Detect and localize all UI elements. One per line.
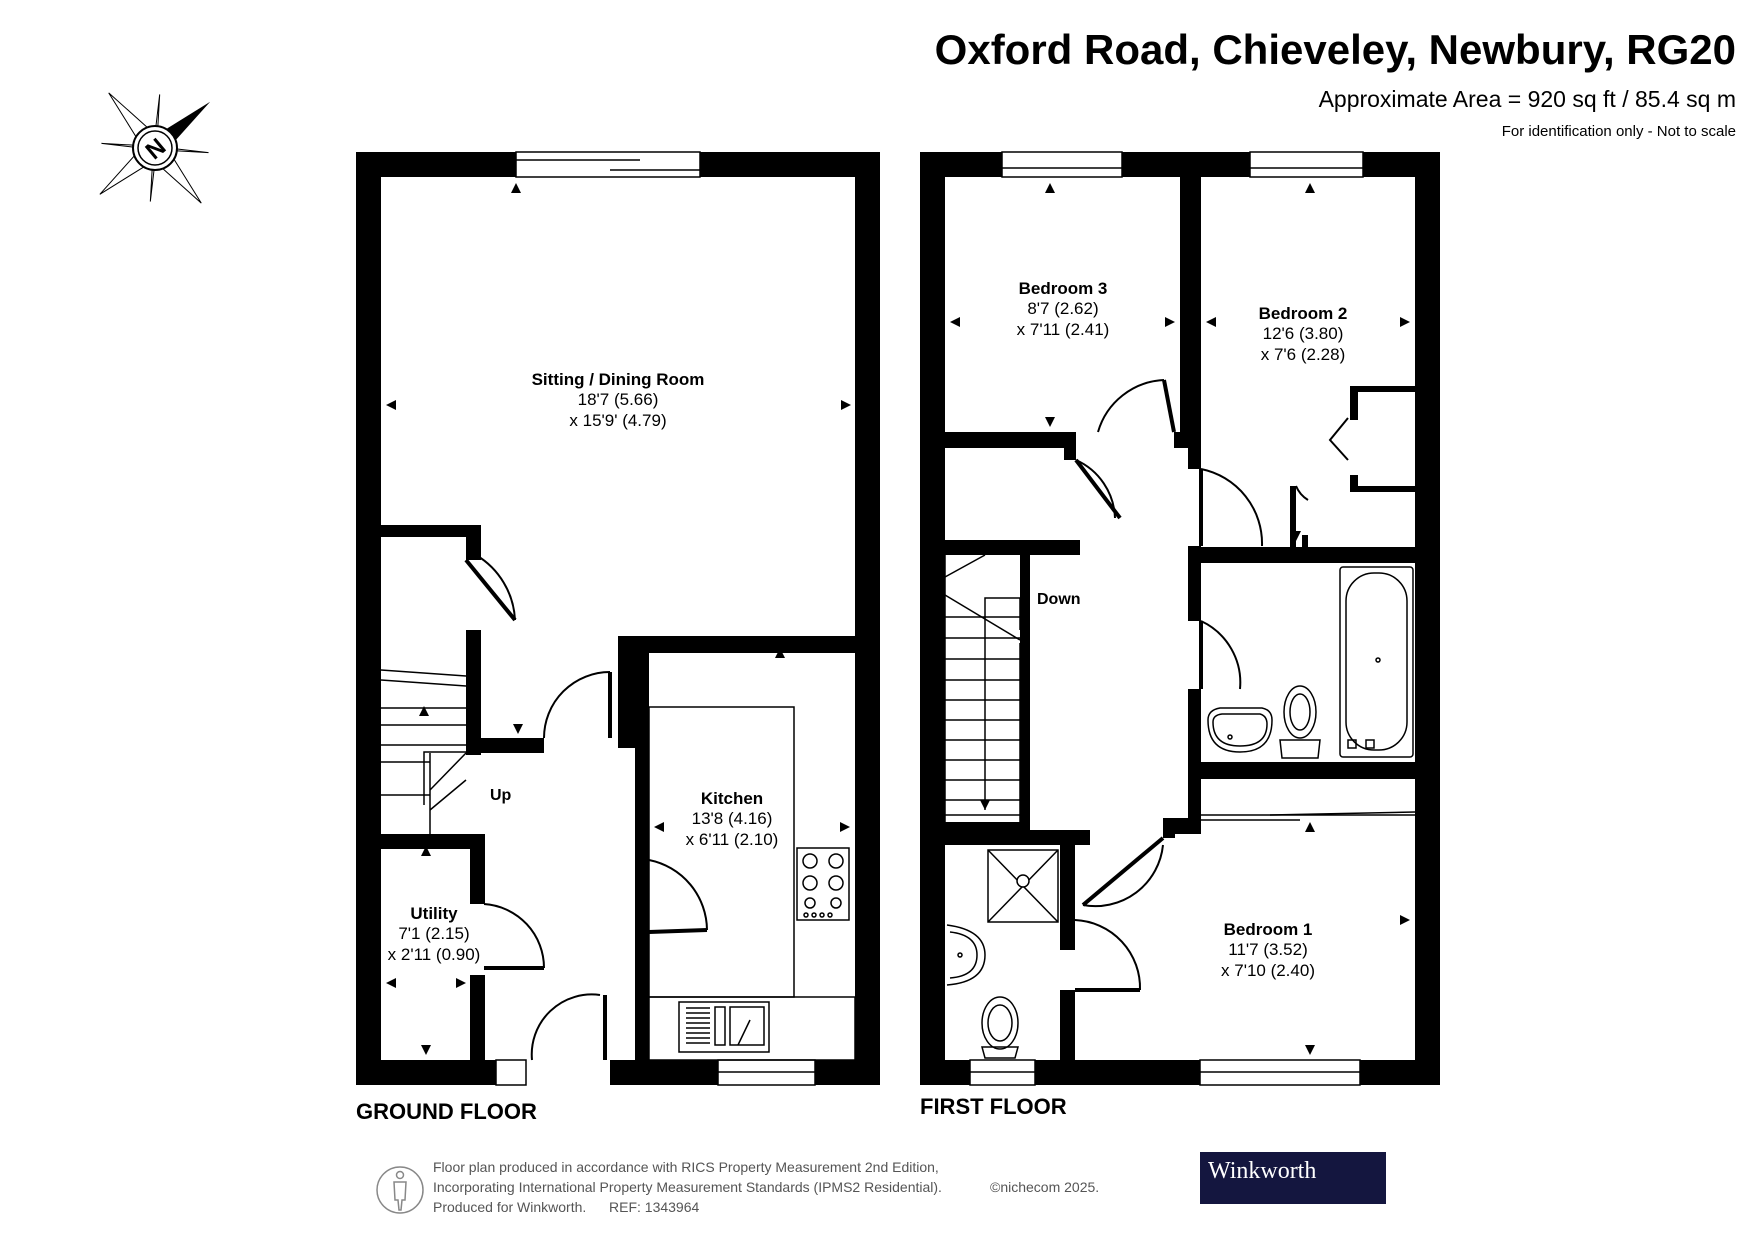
room-bedroom-2: Bedroom 2 12'6 (3.80) x 7'6 (2.28) (1259, 304, 1348, 364)
room-dimension: x 6'11 (2.10) (686, 830, 779, 849)
winkworth-logo: Winkworth (1200, 1152, 1386, 1204)
room-dimension: x 7'11 (2.41) (1017, 320, 1110, 339)
room-kitchen: Kitchen 13'8 (4.16) x 6'11 (2.10) (686, 789, 779, 849)
room-dimension: x 2'11 (0.90) (388, 945, 481, 964)
room-sitting-dining: Sitting / Dining Room 18'7 (5.66) x 15'9… (532, 370, 705, 430)
room-dimension: 12'6 (3.80) (1263, 324, 1344, 343)
room-dimension: 8'7 (2.62) (1027, 299, 1098, 318)
footer-ipms-line: Incorporating International Property Mea… (433, 1179, 942, 1195)
stairs-up-label: Up (490, 787, 512, 804)
room-dimension: 7'1 (2.15) (398, 924, 469, 943)
approximate-area: Approximate Area = 920 sq ft / 85.4 sq m (1319, 86, 1736, 112)
room-dimension: x 15'9' (4.79) (569, 411, 666, 430)
room-name: Bedroom 2 (1259, 304, 1348, 323)
room-name: Bedroom 3 (1019, 279, 1108, 298)
identification-note: For identification only - Not to scale (1502, 123, 1736, 140)
room-name: Sitting / Dining Room (532, 370, 705, 389)
property-title: Oxford Road, Chieveley, Newbury, RG20 (935, 26, 1736, 73)
room-name: Bedroom 1 (1224, 920, 1313, 939)
footer-produced-for: Produced for Winkworth. (433, 1199, 586, 1215)
room-bedroom-3: Bedroom 3 8'7 (2.62) x 7'11 (2.41) (1017, 279, 1110, 339)
room-dimension: x 7'6 (2.28) (1261, 345, 1346, 364)
winkworth-logo-text: Winkworth (1208, 1158, 1316, 1184)
room-dimension: x 7'10 (2.40) (1221, 961, 1315, 980)
compass-rose-icon: N (99, 92, 211, 204)
room-utility: Utility 7'1 (2.15) x 2'11 (0.90) (388, 904, 481, 964)
stairs-down-label: Down (1037, 591, 1081, 608)
room-name: Utility (410, 904, 458, 923)
room-name: Kitchen (701, 789, 763, 808)
person-scale-icon (376, 1166, 424, 1214)
footer-reference: REF: 1343964 (609, 1199, 699, 1215)
ground-floor-plan (356, 151, 880, 1086)
footer-rics-line: Floor plan produced in accordance with R… (433, 1159, 939, 1175)
first-floor-plan (920, 151, 1440, 1086)
room-bedroom-1: Bedroom 1 11'7 (3.52) x 7'10 (2.40) (1221, 920, 1315, 980)
footer-copyright: ©nichecom 2025. (990, 1179, 1099, 1195)
room-dimension: 11'7 (3.52) (1228, 940, 1307, 959)
ground-floor-label: GROUND FLOOR (356, 1099, 537, 1124)
first-floor-label: FIRST FLOOR (920, 1094, 1067, 1119)
winkworth-logo-background (1200, 1152, 1386, 1204)
room-dimension: 13'8 (4.16) (692, 809, 773, 828)
room-dimension: 18'7 (5.66) (578, 390, 659, 409)
